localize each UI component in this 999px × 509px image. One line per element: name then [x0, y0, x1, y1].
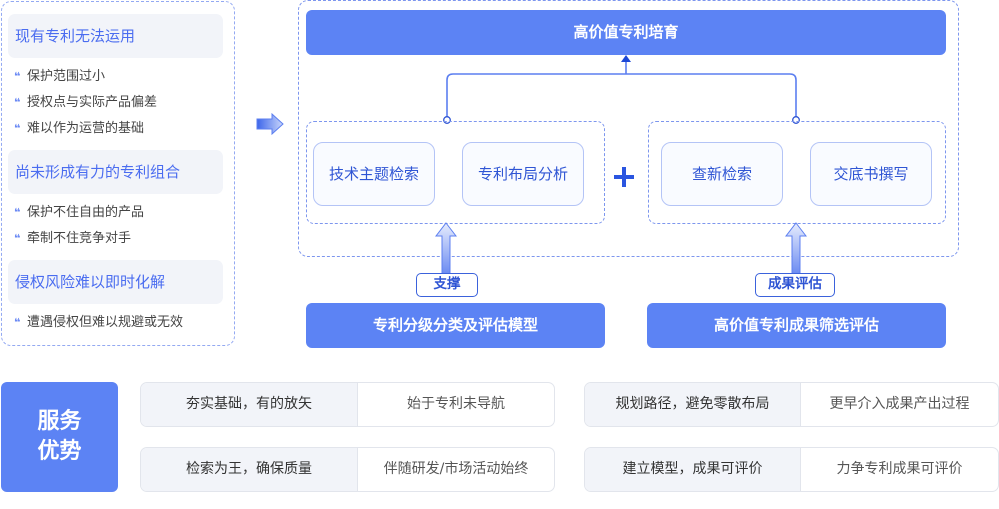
merge-connector: [443, 55, 800, 124]
evaluation-tag: 成果评估: [755, 273, 835, 297]
problems-panel: [1, 1, 235, 346]
advantage-card: 检索为王，确保质量 伴随研发/市场活动始终: [140, 447, 555, 492]
quote-icon: ❝: [14, 232, 20, 245]
problem-point: ❝保护不住自由的产品: [14, 205, 145, 220]
task-novelty-search: 查新检索: [661, 142, 783, 206]
quote-icon: ❝: [14, 96, 20, 109]
advantage-value: 力争专利成果可评价: [836, 461, 963, 477]
task-disclosure-writing: 交底书撰写: [810, 142, 932, 206]
advantage-card: 规划路径，避免零散布局 更早介入成果产出过程: [584, 382, 999, 427]
service-advantage-badge: 服务 优势: [1, 382, 118, 492]
quote-icon: ❝: [14, 122, 20, 135]
arrow-up-icon: [785, 222, 807, 280]
advantage-key: 建立模型，成果可评价: [585, 448, 801, 491]
quote-icon: ❝: [14, 206, 20, 219]
grading-model-bar: 专利分级分类及评估模型: [306, 303, 605, 348]
arrow-up-icon: [621, 55, 631, 62]
task-tech-search: 技术主题检索: [313, 142, 435, 206]
analysis-group: [306, 121, 605, 224]
problem-point: ❝牵制不住竞争对手: [14, 231, 132, 246]
goal-bar: 高价值专利培育: [306, 10, 946, 55]
advantage-key: 夯实基础，有的放矢: [141, 383, 358, 426]
advantage-key: 规划路径，避免零散布局: [585, 383, 801, 426]
arrow-right-icon: [256, 113, 284, 135]
problem-heading: 现有专利无法运用: [8, 14, 223, 58]
problem-point: ❝遭遇侵权但难以规避或无效: [14, 315, 184, 330]
arrow-up-icon: [435, 222, 457, 280]
advantage-value: 始于专利未导航: [407, 396, 505, 412]
quote-icon: ❝: [14, 70, 20, 83]
support-tag: 支撑: [416, 273, 478, 297]
advantage-key: 检索为王，确保质量: [141, 448, 358, 491]
cultivation-panel: [298, 0, 959, 257]
problem-point: ❝难以作为运营的基础: [14, 121, 145, 136]
quote-icon: ❝: [14, 316, 20, 329]
plus-icon: [614, 167, 634, 187]
advantage-value: 伴随研发/市场活动始终: [383, 461, 529, 477]
advantage-value: 更早介入成果产出过程: [829, 396, 970, 412]
problem-point: ❝授权点与实际产品偏差: [14, 95, 158, 110]
advantage-card: 夯实基础，有的放矢 始于专利未导航: [140, 382, 555, 427]
problem-heading: 尚未形成有力的专利组合: [8, 150, 223, 194]
advantage-card: 建立模型，成果可评价 力争专利成果可评价: [584, 447, 999, 492]
screening-bar: 高价值专利成果筛选评估: [647, 303, 946, 348]
problem-point: ❝保护范围过小: [14, 69, 106, 84]
task-layout-analysis: 专利布局分析: [462, 142, 584, 206]
problem-heading: 侵权风险难以即时化解: [8, 260, 223, 304]
